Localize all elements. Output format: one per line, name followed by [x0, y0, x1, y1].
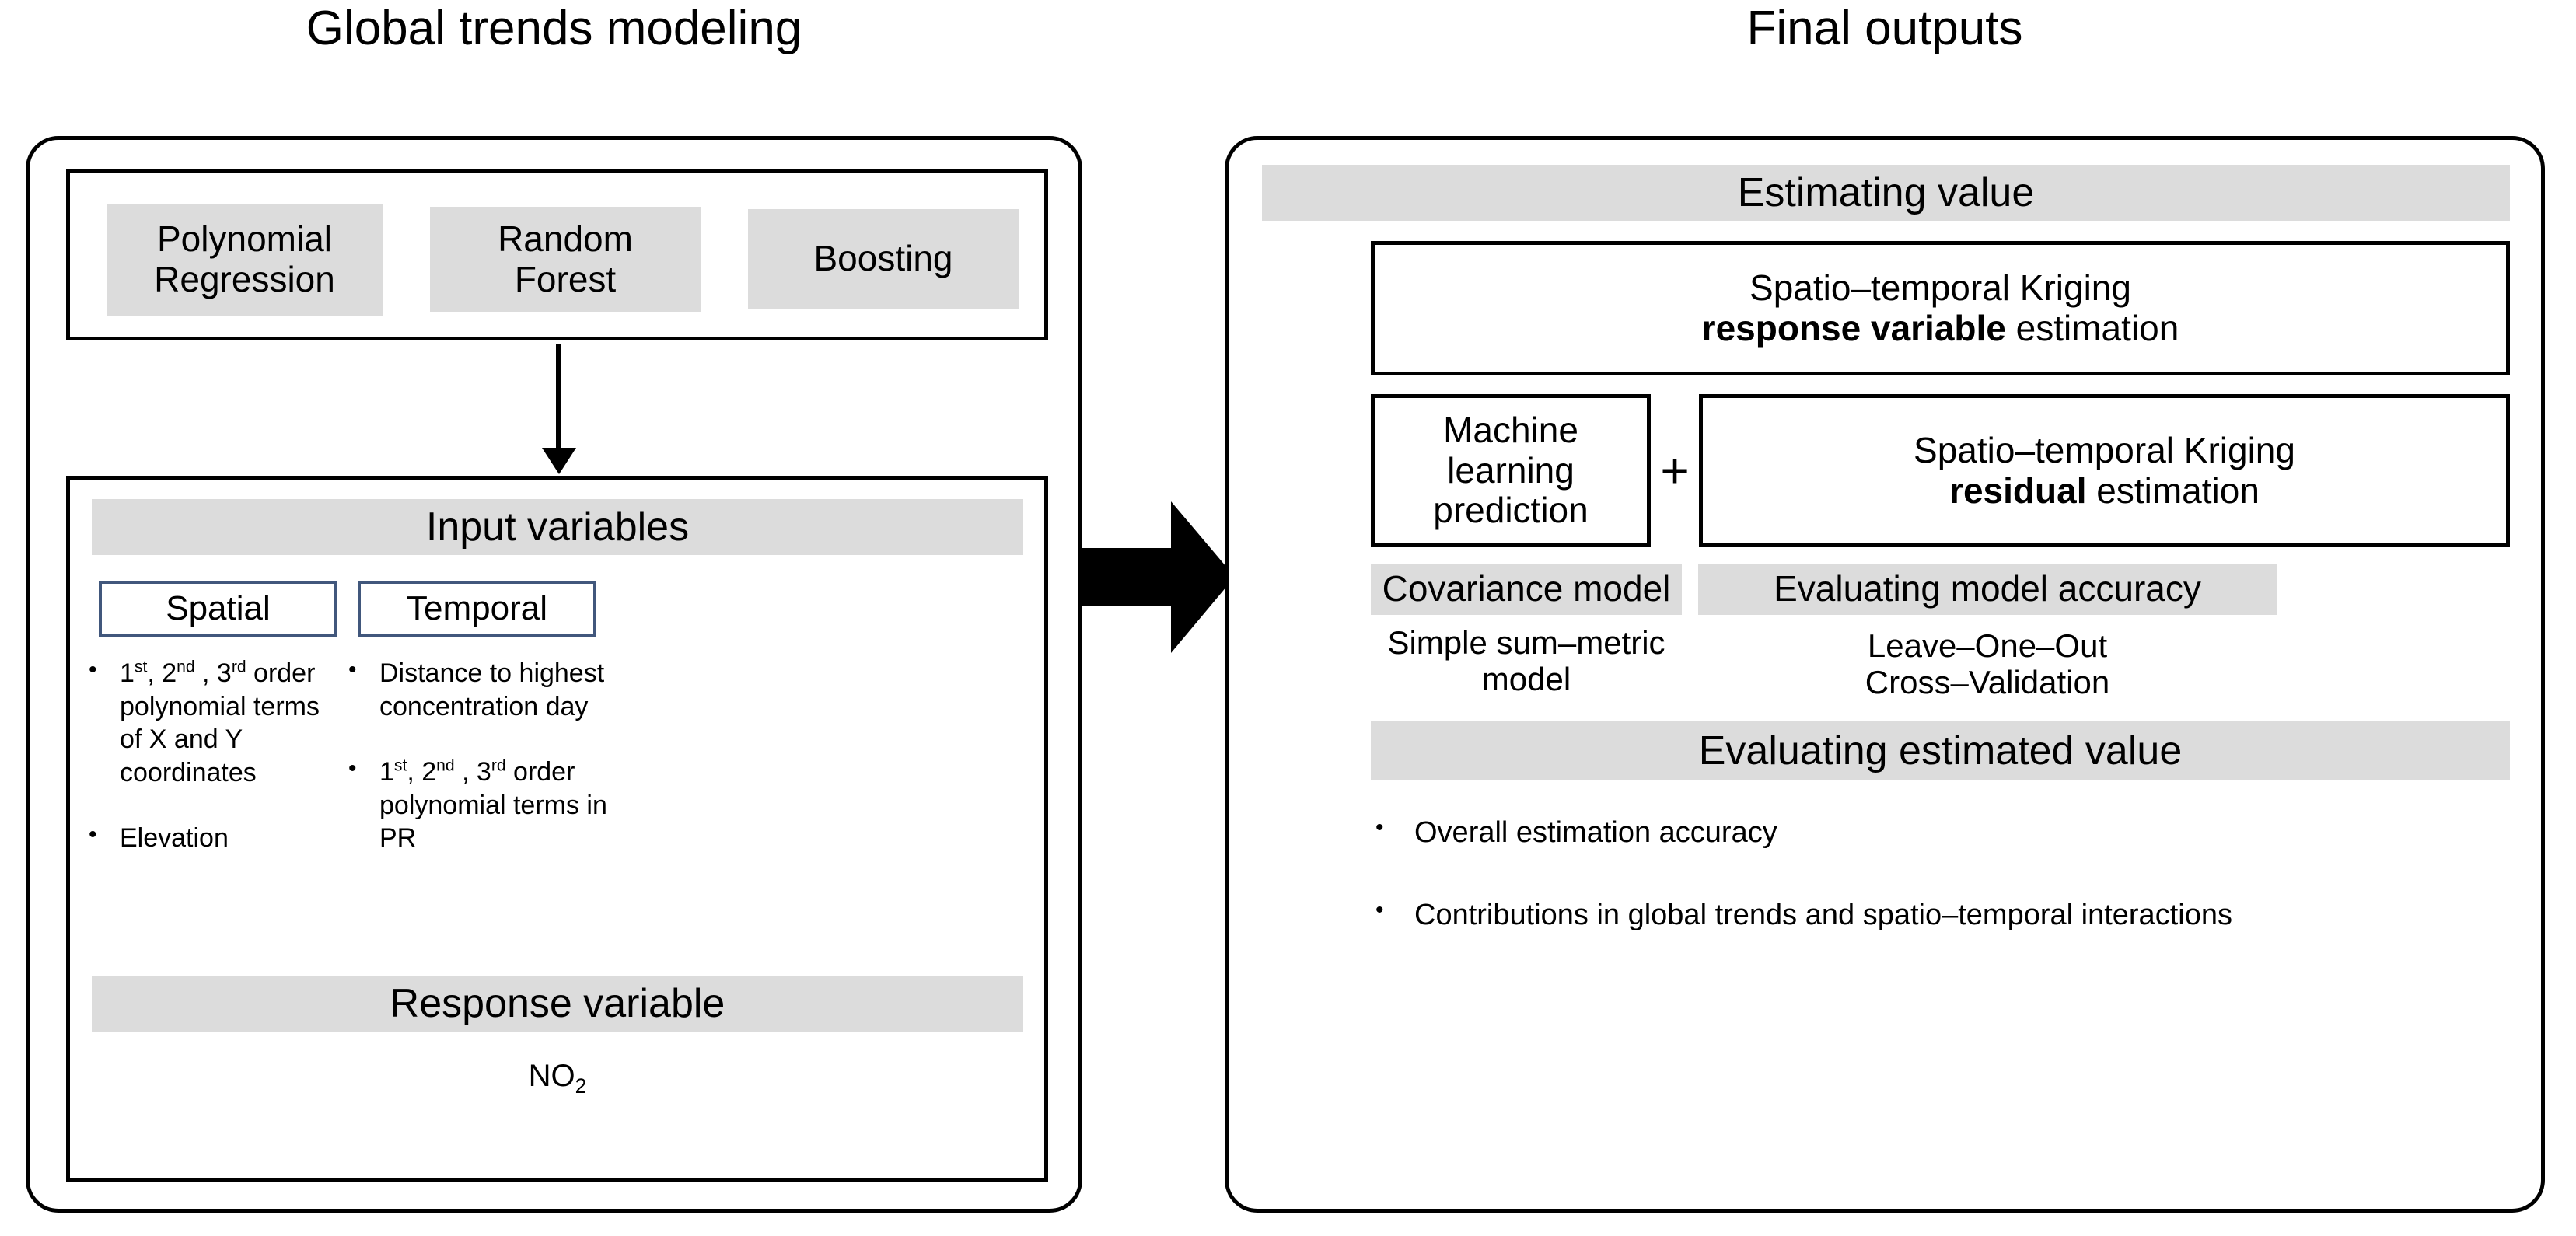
method-chip-random-forest-line2: Forest: [514, 258, 617, 299]
evaluating-estimated-value-bullet-list: Overall estimation accuracy Contribution…: [1371, 813, 2522, 965]
input-variables-box: Input variables Spatial Temporal 1st, 2n…: [66, 476, 1048, 1182]
method-chip-random-forest-line1: Random: [498, 218, 633, 259]
kriging-residual-line1: Spatio–temporal Kriging: [1914, 429, 2295, 470]
global-trends-panel: Polynomial Regression Random Forest Boos…: [26, 136, 1082, 1213]
list-item: 1st, 2nd , 3rd order polynomial terms in…: [344, 754, 624, 855]
spatial-bullet-list: 1st, 2nd , 3rd order polynomial terms of…: [84, 655, 348, 878]
method-chip-boosting[interactable]: Boosting: [748, 209, 1019, 309]
kriging-response-line2-rest: estimation: [2005, 307, 2179, 348]
right-column-title: Final outputs: [1746, 2, 2023, 55]
covariance-model-banner: Covariance model: [1371, 564, 1682, 615]
method-chip-polynomial-regression-line1: Polynomial: [157, 218, 332, 260]
kriging-response-estimation-box: Spatio–temporal Kriging response variabl…: [1371, 241, 2510, 375]
down-arrow-icon-stem: [556, 344, 561, 452]
response-variable-value: NO2: [92, 1055, 1023, 1102]
accuracy-value-line2: Cross–Validation: [1865, 664, 2110, 700]
modeling-methods-box: Polynomial Regression Random Forest Boos…: [66, 169, 1048, 340]
evaluating-model-accuracy-value: Leave–One–Out Cross–Validation: [1742, 620, 2232, 707]
list-item: Overall estimation accuracy: [1371, 813, 2522, 852]
estimating-value-banner: Estimating value: [1262, 165, 2510, 221]
accuracy-value-line1: Leave–One–Out: [1867, 627, 2108, 664]
kriging-response-line2-bold: response variable: [1701, 307, 2006, 348]
method-chip-polynomial-regression-line2: Regression: [154, 259, 335, 299]
list-item: Distance to highest concentration day: [344, 655, 624, 723]
list-item: Contributions in global trends and spati…: [1371, 896, 2522, 934]
kriging-response-line1: Spatio–temporal Kriging: [1749, 267, 2131, 308]
left-column-title: Global trends modeling: [306, 2, 802, 55]
input-variables-banner: Input variables: [92, 499, 1023, 555]
temporal-bullet-list: Distance to highest concentration day 1s…: [344, 655, 624, 878]
evaluating-model-accuracy-banner: Evaluating model accuracy: [1698, 564, 2277, 615]
plus-sign-label: +: [1660, 442, 1690, 498]
list-item: Elevation: [84, 820, 348, 855]
response-variable-banner-label: Response variable: [390, 980, 725, 1026]
response-variable-value-main: NO: [528, 1058, 575, 1093]
spatial-heading-label: Spatial: [166, 589, 271, 628]
evaluating-estimated-value-banner-label: Evaluating estimated value: [1698, 728, 2183, 773]
ml-prediction-line1: Machine learning: [1443, 410, 1578, 491]
evaluating-estimated-value-banner: Evaluating estimated value: [1371, 721, 2510, 780]
covariance-model-banner-label: Covariance model: [1382, 568, 1671, 609]
list-item: 1st, 2nd , 3rd order polynomial terms of…: [84, 655, 348, 789]
temporal-heading-label: Temporal: [407, 589, 547, 628]
method-chip-random-forest[interactable]: Random Forest: [430, 207, 701, 312]
evaluating-model-accuracy-banner-label: Evaluating model accuracy: [1774, 568, 2201, 609]
machine-learning-prediction-box: Machine learning prediction: [1371, 394, 1651, 547]
input-variables-banner-label: Input variables: [425, 504, 690, 550]
temporal-heading-box: Temporal: [358, 581, 596, 637]
ml-prediction-line2: prediction: [1433, 490, 1589, 531]
method-chip-boosting-label: Boosting: [813, 238, 953, 279]
kriging-residual-estimation-box: Spatio–temporal Kriging residual estimat…: [1699, 394, 2510, 547]
response-variable-value-sub: 2: [575, 1074, 587, 1098]
method-chip-polynomial-regression[interactable]: Polynomial Regression: [107, 204, 383, 316]
response-variable-banner: Response variable: [92, 976, 1023, 1032]
covariance-model-value: Simple sum–metric model: [1345, 624, 1707, 697]
plus-sign: +: [1652, 394, 1697, 547]
estimating-value-banner-label: Estimating value: [1737, 169, 2035, 215]
final-outputs-panel: Estimating value Spatio–temporal Kriging…: [1225, 136, 2545, 1213]
right-block-arrow-icon: [1079, 501, 1235, 653]
kriging-residual-line2-bold: residual: [1949, 470, 2087, 511]
spatial-heading-box: Spatial: [99, 581, 337, 637]
kriging-residual-line2-rest: estimation: [2086, 470, 2260, 511]
down-arrow-icon-head: [542, 448, 576, 474]
covariance-model-value-label: Simple sum–metric model: [1387, 623, 1665, 697]
